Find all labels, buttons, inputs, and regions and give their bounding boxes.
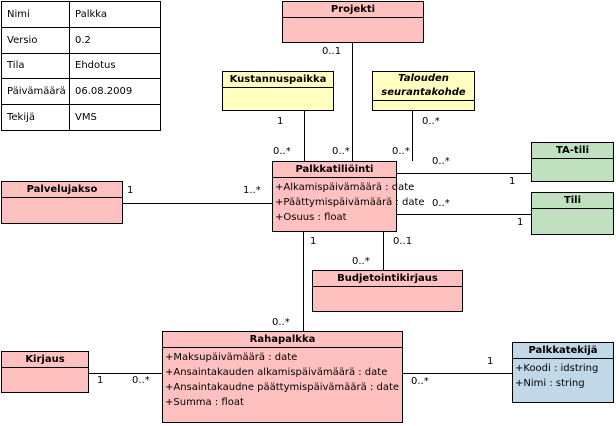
attribute-list: +Alkamispäivämäärä : date +Päättymispäiv… (273, 178, 425, 225)
info-key: Tila (1, 52, 70, 80)
attribute: +Nimi : string (515, 378, 585, 389)
info-value: Ehdotus (69, 52, 161, 80)
multiplicity-label: 0..* (132, 375, 150, 386)
class-name: Palvelujakso (2, 182, 122, 198)
multiplicity-label: 1 (487, 356, 494, 367)
class-palvelujakso[interactable]: Palvelujakso (1, 181, 123, 224)
class-name: Budjetointikirjaus (313, 271, 462, 287)
multiplicity-label: 0..1 (322, 46, 342, 57)
attribute: +Ansaintakauden alkamispäivämäärä : date (165, 367, 388, 378)
class-palkkatiliointi[interactable]: Palkkatiliöinti +Alkamispäivämäärä : dat… (272, 161, 425, 232)
multiplicity-label: 1 (127, 185, 134, 196)
class-name: Projekti (283, 2, 423, 18)
class-palkkatekija[interactable]: Palkkatekijä +Koodi : idstring +Nimi : s… (512, 342, 614, 403)
class-name: Kustannuspaikka (223, 72, 333, 88)
class-name: Palkkatekijä (513, 343, 613, 359)
multiplicity-label: 0..* (272, 317, 290, 328)
attribute: +Osuus : float (275, 212, 347, 223)
info-value: VMS (69, 104, 161, 131)
class-name: Tili (532, 193, 613, 209)
multiplicity-label: 0..* (432, 198, 450, 209)
class-kustannuspaikka[interactable]: Kustannuspaikka (222, 71, 334, 111)
multiplicity-label: 1 (517, 217, 524, 228)
class-talouden-seurantakohde[interactable]: Talouden seurantakohde (372, 71, 475, 111)
multiplicity-label: 1 (509, 176, 516, 187)
class-name-line: Talouden (398, 73, 449, 84)
multiplicity-label: 0..* (392, 146, 410, 157)
class-name: Talouden seurantakohde (373, 72, 474, 101)
multiplicity-label: 0..* (352, 256, 370, 267)
attribute: +Päättymispäivämäärä : date (275, 197, 425, 208)
multiplicity-label: 1 (310, 236, 317, 247)
attribute-list: +Maksupäivämäärä : date +Ansaintakauden … (163, 348, 402, 410)
attribute: +Summa : float (165, 397, 244, 408)
attribute: +Maksupäivämäärä : date (165, 352, 298, 363)
class-name: TA-tili (532, 143, 613, 159)
attribute: +Alkamispäivämäärä : date (275, 182, 415, 193)
class-name-line: seurantakohde (381, 87, 466, 98)
multiplicity-label: 0..* (411, 376, 429, 387)
class-projekti[interactable]: Projekti (282, 1, 424, 43)
multiplicity-label: 1 (277, 116, 284, 127)
attribute-list: +Koodi : idstring +Nimi : string (513, 359, 613, 391)
attribute: +Koodi : idstring (515, 363, 599, 374)
class-kirjaus[interactable]: Kirjaus (1, 351, 89, 393)
multiplicity-label: 0..* (432, 156, 450, 167)
class-rahapalkka[interactable]: Rahapalkka +Maksupäivämäärä : date +Ansa… (162, 331, 403, 423)
attribute: +Ansaintakaudne päättymispäivämäärä : da… (165, 382, 400, 393)
class-name: Rahapalkka (163, 332, 402, 348)
multiplicity-label: 1 (97, 375, 104, 386)
multiplicity-label: 0..* (273, 146, 291, 157)
class-budjetointikirjaus[interactable]: Budjetointikirjaus (312, 270, 463, 312)
multiplicity-label: 0..* (422, 116, 440, 127)
class-name: Palkkatiliöinti (273, 162, 396, 178)
multiplicity-label: 1..* (243, 185, 261, 196)
class-tili[interactable]: Tili (531, 192, 614, 235)
multiplicity-label: 0..1 (393, 236, 413, 247)
multiplicity-label: 0..* (332, 146, 350, 157)
class-name: Kirjaus (2, 352, 88, 368)
class-ta-tili[interactable]: TA-tili (531, 142, 614, 182)
